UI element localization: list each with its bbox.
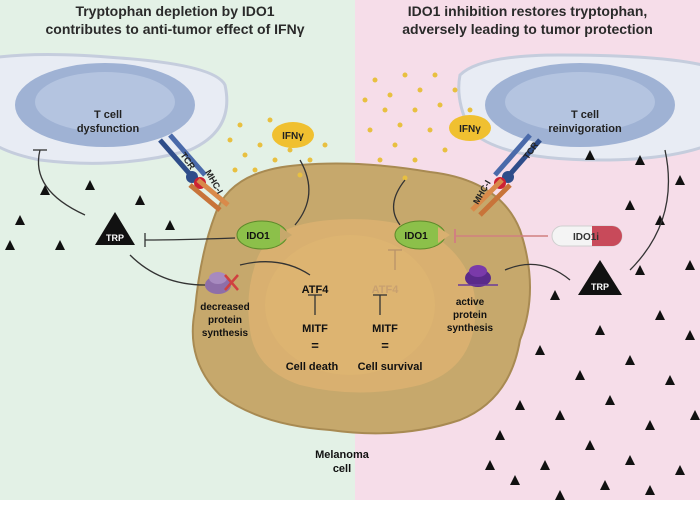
melanoma-label-1: Melanoma (315, 449, 370, 461)
right-ifn-badge (449, 115, 491, 141)
right-protein-label-2: protein (453, 310, 487, 321)
left-equals: = (311, 338, 319, 353)
right-panel-title: IDO1 inhibition restores tryptophan, adv… (355, 2, 700, 38)
right-protein-label-1: active (456, 297, 485, 308)
right-trp-triangle (578, 260, 622, 295)
left-atf4-label: ATF4 (302, 284, 330, 296)
ido1-inhibitor-label: IDO1i (573, 232, 599, 243)
right-ifn-dots (362, 72, 473, 181)
left-protein-label-1: decreased (200, 302, 249, 313)
right-mitf-label: MITF (372, 323, 398, 335)
left-trp-triangle (95, 212, 135, 245)
right-atf4-label: ATF4 (372, 284, 400, 296)
left-arrows (33, 149, 322, 315)
right-ido1-enzyme (394, 220, 450, 250)
left-tcr-receptor (158, 133, 230, 212)
right-tcell-label-1: T cell (571, 109, 599, 121)
left-t-cell (0, 52, 229, 165)
right-outcome-label: Cell survival (358, 361, 423, 373)
left-ido1-enzyme (236, 220, 292, 250)
left-ifn-dots (227, 117, 328, 178)
ido1-inhibitor-capsule (551, 225, 623, 247)
right-tcell-label-2: reinvigoration (548, 123, 622, 135)
left-trp-label: TRP (106, 233, 124, 243)
left-tcell-label-2: dysfunction (77, 123, 140, 135)
right-title-line-1: IDO1 inhibition restores tryptophan, (407, 3, 648, 19)
left-ifn-label: IFNγ (282, 131, 304, 142)
right-equals: = (381, 338, 389, 353)
left-ribosome-icon (205, 272, 239, 294)
left-mitf-label: MITF (302, 323, 328, 335)
left-ido1-label: IDO1 (246, 231, 270, 242)
right-arrows (373, 149, 670, 315)
left-title-line-2: contributes to anti-tumor effect of IFNγ (45, 21, 305, 37)
right-ido1-label: IDO1 (404, 231, 428, 242)
right-t-cell (457, 53, 700, 162)
left-protein-label-2: protein (208, 315, 242, 326)
left-panel-title: Tryptophan depletion by IDO1 contributes… (0, 2, 350, 38)
melanoma-label-2: cell (333, 463, 351, 475)
right-ifn-label: IFNγ (459, 124, 481, 135)
left-tcell-label-1: T cell (94, 109, 122, 121)
right-title-line-2: adversely leading to tumor protection (402, 21, 653, 37)
right-trp-label: TRP (591, 282, 609, 292)
left-ifn-badge (272, 122, 314, 148)
left-outcome-label: Cell death (286, 361, 339, 373)
right-ribosome-icon (458, 265, 498, 287)
left-title-line-1: Tryptophan depletion by IDO1 (75, 3, 275, 19)
right-protein-label-3: synthesis (447, 323, 494, 334)
tryptophan-triangles (5, 150, 700, 500)
left-protein-label-3: synthesis (202, 328, 249, 339)
right-tcr-receptor (470, 133, 542, 217)
